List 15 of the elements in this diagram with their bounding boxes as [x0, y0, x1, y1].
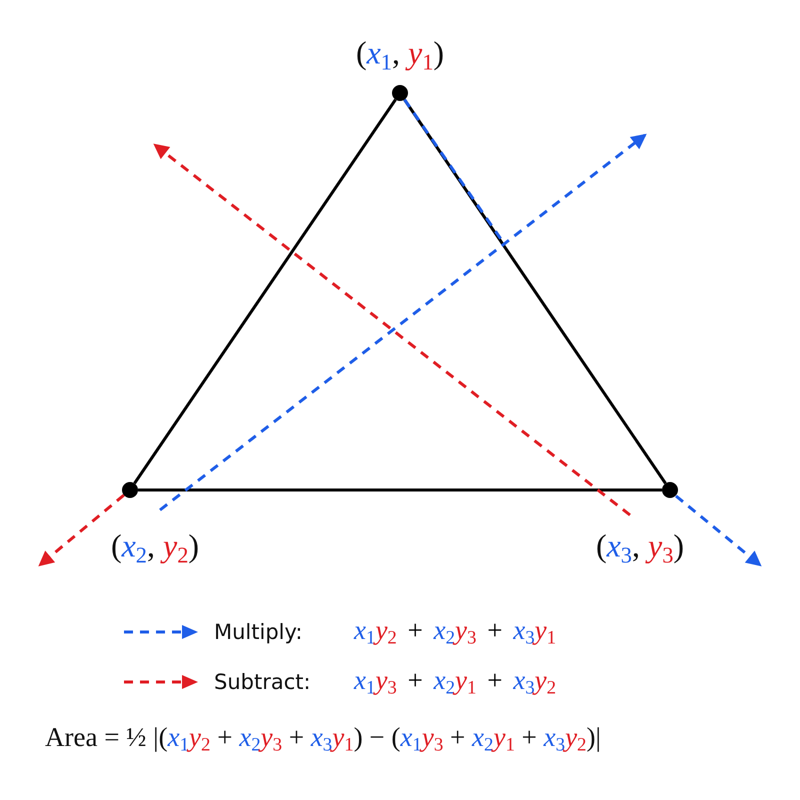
triangle-side [138, 488, 662, 492]
coordinate-label: (x$_{2}$, y$_{2}$) [110, 528, 200, 568]
coordinate-label: (x$_{3}$, y$_{3}$) [596, 528, 684, 568]
vertex-dot [662, 482, 678, 498]
dashed-arrow [403, 98, 762, 566]
legend-label: Subtract: [214, 670, 312, 694]
formula: x$_{1}$y$_{3}$ + x$_{2}$y$_{1}$ + x$_{3}$y$_{2}$ [354, 665, 556, 700]
area-formula: Area = ½ |(x$_{1}$y$_{2}$ + x$_{2}$y$_{3}$ + x$_{3}$y$_{1}$) − (x$_{1}$y$_{3}$ + x$_{2}$y$_{1}$ + x$_{3}$y$_{2}$)| [45, 722, 601, 757]
dashed-arrow [38, 494, 125, 566]
vertex-dot [122, 482, 138, 498]
coordinate-label: (x$_{1}$, y$_{1}$) [356, 34, 444, 76]
formula: x$_{1}$y$_{2}$ + x$_{2}$y$_{3}$ + x$_{3}$y$_{1}$ [354, 615, 556, 650]
triangle-side [133, 98, 397, 484]
vertex-dot [392, 85, 408, 101]
legend-label: Multiply: [214, 620, 304, 644]
